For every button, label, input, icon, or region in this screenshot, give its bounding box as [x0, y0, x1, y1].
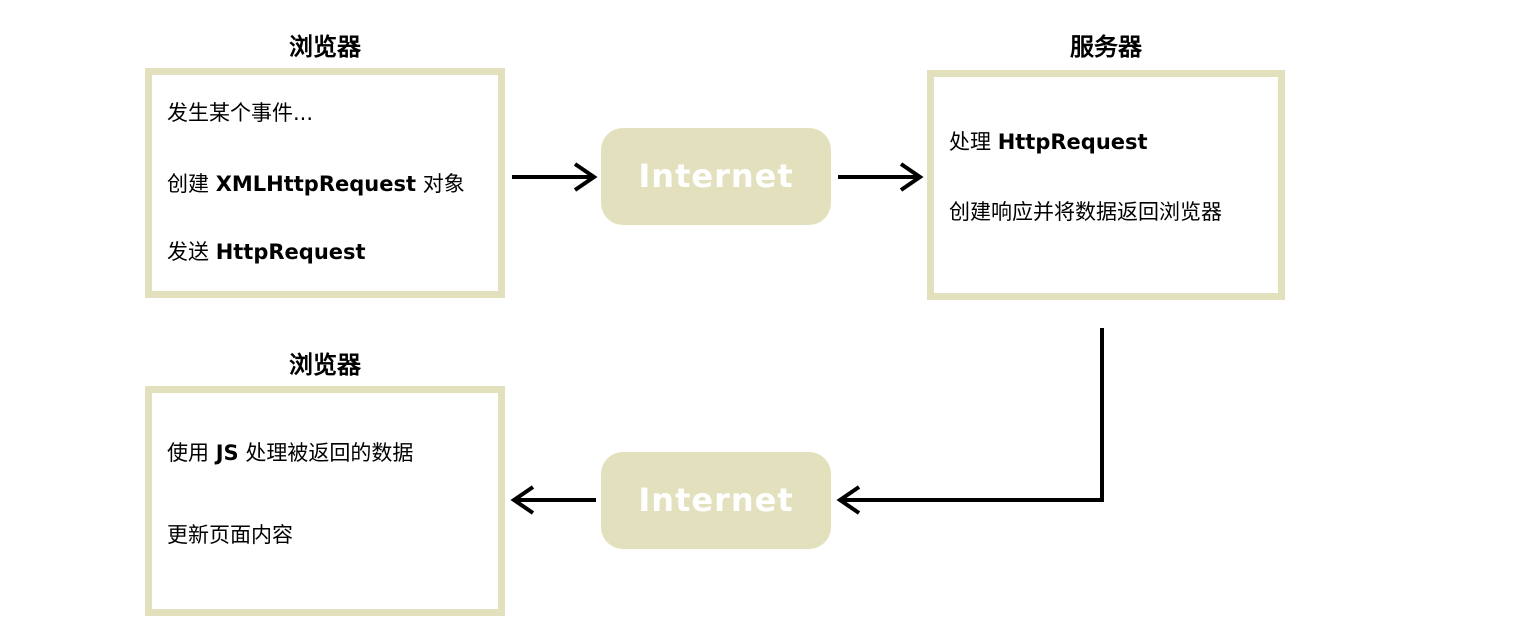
browser-bottom-box: 使用 JS 处理被返回的数据 更新页面内容: [145, 386, 505, 616]
arrowhead-browser-to-internet: [573, 162, 598, 192]
internet-bottom-pill: Internet: [601, 452, 831, 549]
browser-top-line-create: 创建 XMLHttpRequest 对象: [167, 172, 465, 196]
browser-top-line-event: 发生某个事件...: [167, 101, 314, 125]
browser-bottom-title: 浏览器: [289, 351, 361, 379]
server-line-process: 处理 HttpRequest: [949, 130, 1148, 154]
server-box: 处理 HttpRequest 创建响应并将数据返回浏览器: [927, 70, 1285, 300]
browser-top-line-send: 发送 HttpRequest: [167, 240, 366, 264]
server-title: 服务器: [1070, 33, 1142, 61]
browser-top-box: 发生某个事件... 创建 XMLHttpRequest 对象 发送 HttpRe…: [145, 68, 505, 298]
arrow-server-to-internet: [842, 328, 1104, 502]
browser-bottom-line-js: 使用 JS 处理被返回的数据: [167, 441, 414, 465]
internet-top-pill: Internet: [601, 128, 831, 225]
arrowhead-server-to-internet: [836, 485, 861, 515]
server-line-respond: 创建响应并将数据返回浏览器: [949, 200, 1222, 224]
arrowhead-internet-to-browser: [510, 485, 535, 515]
browser-bottom-line-update: 更新页面内容: [167, 523, 293, 547]
browser-top-title: 浏览器: [289, 33, 361, 61]
arrowhead-internet-to-server: [899, 162, 924, 192]
